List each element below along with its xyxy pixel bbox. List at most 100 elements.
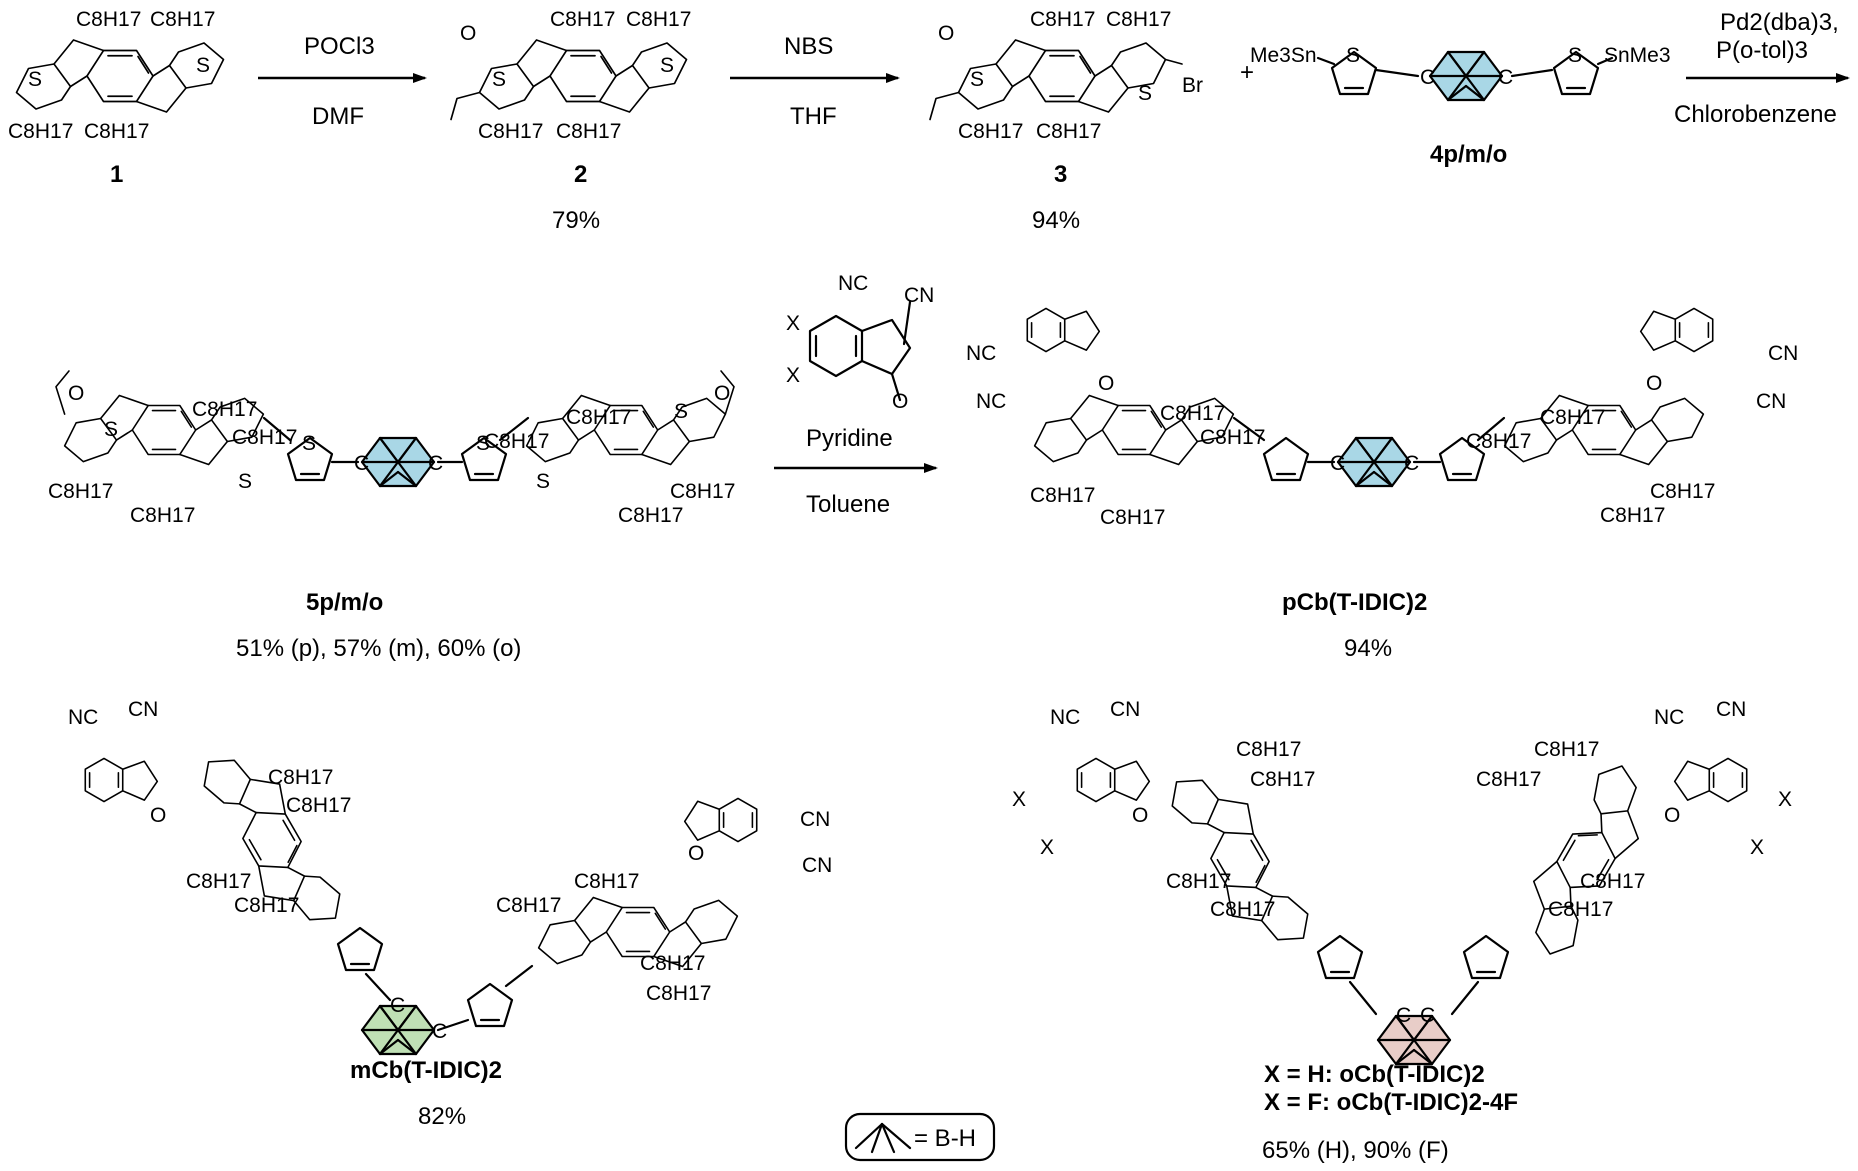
- meta-product-label: mCb(T-IDIC)2: [350, 1057, 502, 1084]
- para-product-alkyl: C8H17: [1600, 504, 1665, 527]
- meta-product-alkyl: C8H17: [640, 952, 705, 975]
- compound-5-alkyl: C8H17: [232, 426, 297, 449]
- plus-sign: +: [1240, 59, 1254, 86]
- compound-5-O-right: O: [714, 382, 730, 405]
- step-3-solvent: Chlorobenzene: [1674, 101, 1837, 128]
- compound-3-S-right: S: [1138, 82, 1152, 105]
- meta-product-C: C: [432, 1020, 447, 1043]
- compound-1-alkyl: C8H17: [8, 120, 73, 143]
- step-2-solvent: THF: [790, 103, 837, 130]
- compound-5-alkyl: C8H17: [618, 504, 683, 527]
- para-product-alkyl: C8H17: [1160, 402, 1225, 425]
- para-product-alkyl: C8H17: [1030, 484, 1095, 507]
- meta-product-O: O: [150, 804, 166, 827]
- compound-4-label: 4p/m/o: [1430, 141, 1507, 168]
- compound-5-alkyl: C8H17: [484, 430, 549, 453]
- step-4-reagent: Pyridine: [806, 425, 893, 452]
- compound-3-structure: [929, 39, 1183, 121]
- compound-5-S: S: [302, 432, 316, 455]
- para-product-structure: [1026, 307, 1714, 488]
- meta-product-C: C: [390, 994, 405, 1017]
- para-product-alkyl: C8H17: [1650, 480, 1715, 503]
- ortho-product-C: C: [1420, 1004, 1435, 1027]
- compound-5-alkyl: C8H17: [192, 398, 257, 421]
- ortho-product-CN: CN: [1110, 698, 1140, 721]
- compound-5-structure: [55, 370, 735, 488]
- compound-5-C: C: [354, 452, 369, 475]
- compound-5-alkyl: C8H17: [48, 480, 113, 503]
- compound-4-stannyl-left: Me3Sn: [1250, 44, 1317, 67]
- compound-3-Br: Br: [1182, 74, 1203, 97]
- compound-4-C-right: C: [1498, 66, 1513, 89]
- compound-3-S-left: S: [970, 68, 984, 91]
- meta-product-alkyl: C8H17: [286, 794, 351, 817]
- compound-5-O-left: O: [68, 382, 84, 405]
- meta-product-alkyl: C8H17: [234, 894, 299, 917]
- compound-4-stannyl-right: SnMe3: [1604, 44, 1671, 67]
- ortho-product-alkyl: C8H17: [1236, 738, 1301, 761]
- compound-3-yield: 94%: [1032, 207, 1080, 234]
- meta-product-CN: CN: [128, 698, 158, 721]
- ortho-product-X: X: [1012, 788, 1026, 811]
- step-1-solvent: DMF: [312, 103, 364, 130]
- compound-4-S-left: S: [1346, 44, 1360, 67]
- compound-5-yield: 51% (p), 57% (m), 60% (o): [236, 635, 521, 662]
- compound-5-alkyl: C8H17: [566, 406, 631, 429]
- compound-2-yield: 79%: [552, 207, 600, 234]
- compound-5-C: C: [428, 452, 443, 475]
- compound-1-alkyl: C8H17: [84, 120, 149, 143]
- compound-4-S-right: S: [1568, 44, 1582, 67]
- meta-product-yield: 82%: [418, 1103, 466, 1130]
- compound-2-S-right: S: [660, 54, 674, 77]
- para-product-alkyl: C8H17: [1540, 406, 1605, 429]
- meta-product-structure: [84, 735, 758, 1056]
- ortho-product-alkyl: C8H17: [1534, 738, 1599, 761]
- compound-2-alkyl: C8H17: [550, 8, 615, 31]
- para-product-yield: 94%: [1344, 635, 1392, 662]
- ortho-product-alkyl: C8H17: [1250, 768, 1315, 791]
- compound-2-O: O: [460, 22, 476, 45]
- step-2-reagent: NBS: [784, 33, 833, 60]
- ortho-product-O: O: [1664, 804, 1680, 827]
- ortho-product-X: X: [1040, 836, 1054, 859]
- ortho-product-X: X: [1778, 788, 1792, 811]
- ortho-product-alkyl: C8H17: [1210, 898, 1275, 921]
- ic-reagent-X: X: [786, 312, 800, 335]
- meta-product-CN: CN: [800, 808, 830, 831]
- compound-3-O: O: [938, 22, 954, 45]
- legend-box: [844, 1112, 996, 1162]
- para-product-alkyl: C8H17: [1100, 506, 1165, 529]
- ic-reagent-CN: CN: [904, 284, 934, 307]
- step-3-reagent: Pd2(dba)3,: [1720, 9, 1839, 36]
- compound-5-alkyl: C8H17: [670, 480, 735, 503]
- compound-2-alkyl: C8H17: [478, 120, 543, 143]
- compound-2-S-left: S: [492, 68, 506, 91]
- ic-reagent-X: X: [786, 364, 800, 387]
- step-4-solvent: Toluene: [806, 491, 890, 518]
- meta-product-alkyl: C8H17: [186, 870, 251, 893]
- meta-product-alkyl: C8H17: [646, 982, 711, 1005]
- ortho-product-alkyl: C8H17: [1166, 870, 1231, 893]
- compound-2-alkyl: C8H17: [626, 8, 691, 31]
- ic-reagent-O: O: [892, 390, 908, 413]
- meta-product-alkyl: C8H17: [574, 870, 639, 893]
- para-product-label: pCb(T-IDIC)2: [1282, 589, 1427, 616]
- compound-3-label: 3: [1054, 161, 1067, 188]
- ic-reagent-structure: [808, 300, 912, 402]
- para-product-CN: CN: [1768, 342, 1798, 365]
- para-product-NC: NC: [966, 342, 996, 365]
- compound-1-alkyl: C8H17: [76, 8, 141, 31]
- step-1-reagent: POCl3: [304, 33, 375, 60]
- ortho-product-label-h: X = H: oCb(T-IDIC)2: [1264, 1061, 1485, 1088]
- compound-1-alkyl: C8H17: [150, 8, 215, 31]
- meta-product-O: O: [688, 842, 704, 865]
- compound-5-S: S: [536, 470, 550, 493]
- ortho-product-X: X: [1750, 836, 1764, 859]
- ortho-product-structure: [1076, 755, 1748, 1066]
- compound-2-label: 2: [574, 161, 587, 188]
- compound-2-alkyl: C8H17: [556, 120, 621, 143]
- compound-2-structure: [450, 39, 688, 121]
- para-product-O: O: [1646, 372, 1662, 395]
- compound-3-alkyl: C8H17: [958, 120, 1023, 143]
- para-product-CN: CN: [1756, 390, 1786, 413]
